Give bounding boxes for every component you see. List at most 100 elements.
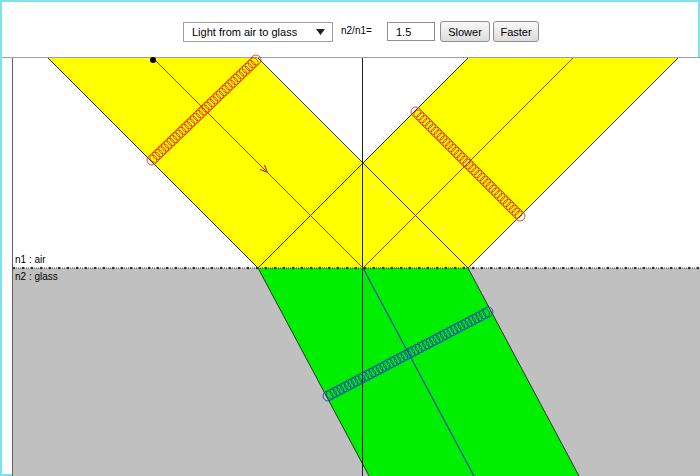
tick-dot <box>355 267 357 269</box>
tick-dot <box>661 267 663 269</box>
wavefront-coil <box>503 199 513 209</box>
tick-dot <box>454 267 456 269</box>
slower-button: Slower <box>440 21 490 42</box>
tick-dot <box>238 267 240 269</box>
tick-dot <box>373 267 375 269</box>
tick-dot <box>274 267 276 269</box>
tick-dot <box>121 267 123 269</box>
wavefront-coil <box>463 159 473 169</box>
wavefront-coil <box>492 188 502 198</box>
wavefront-coil <box>153 149 163 159</box>
tick-dot <box>490 267 492 269</box>
tick-dot <box>598 267 600 269</box>
control-label: Light from air to glass <box>192 26 297 38</box>
wavefront-coil <box>225 80 235 90</box>
wavefront-coil <box>515 211 525 221</box>
wavefront-coil <box>489 185 499 195</box>
wavefront-coil <box>446 142 456 152</box>
wavefront-coil <box>431 127 441 137</box>
tick-dot <box>130 267 132 269</box>
control-label: 1.5 <box>396 26 411 38</box>
tick-dot <box>184 267 186 269</box>
wavefront-coil <box>216 88 226 98</box>
reflected-ray <box>363 58 573 268</box>
wavefront-coil <box>434 130 444 140</box>
wavefront-coil <box>509 205 519 215</box>
interface-ticks <box>13 267 699 269</box>
tick-dot <box>625 267 627 269</box>
wavefront-coil <box>237 69 247 79</box>
tick-dot <box>670 267 672 269</box>
ratio-input: 1.5 <box>387 22 435 41</box>
source-dot <box>150 57 156 63</box>
wavefront-coil <box>483 307 493 317</box>
wavefront-coil <box>202 102 212 112</box>
wavefront-coil <box>228 77 238 87</box>
wavefront-coil <box>443 139 453 149</box>
tick-dot <box>427 267 429 269</box>
refracted-beam <box>258 268 579 476</box>
wavefront-coil <box>164 138 174 148</box>
tick-dot <box>202 267 204 269</box>
tick-dot <box>409 267 411 269</box>
medium-label: n2 : glass <box>15 271 58 283</box>
wavefront-coil <box>423 119 433 129</box>
wavefront-coil <box>486 182 496 192</box>
air-region <box>12 58 700 268</box>
tick-dot <box>13 267 15 269</box>
wavefront-coil <box>425 121 435 131</box>
tick-dot <box>382 267 384 269</box>
wavefront-coil <box>147 155 157 165</box>
incident-ray <box>265 170 363 268</box>
tick-dot <box>31 267 33 269</box>
tick-dot <box>643 267 645 269</box>
tick-dot <box>472 267 474 269</box>
wavefront-coil <box>440 136 450 146</box>
wavefront-coil <box>466 162 476 172</box>
wavefront-coil <box>173 130 183 140</box>
tick-dot <box>688 267 690 269</box>
wavefront-coil <box>506 202 516 212</box>
wavefront-coil <box>222 83 232 93</box>
wavefront-coil <box>428 124 438 134</box>
tick-dot <box>85 267 87 269</box>
tick-dot <box>166 267 168 269</box>
tick-dot <box>193 267 195 269</box>
tick-dot <box>157 267 159 269</box>
tick-dot <box>463 267 465 269</box>
wavefront-coil <box>417 113 427 123</box>
wavefront-coil <box>167 136 177 146</box>
wavefront-coil <box>211 94 221 104</box>
wavefront-coil <box>242 63 252 73</box>
reflected-beam <box>258 58 678 268</box>
mode-dropdown: Light from air to glass <box>183 22 333 42</box>
wavefront-coil <box>469 165 479 175</box>
tick-dot <box>652 267 654 269</box>
tick-dot <box>445 267 447 269</box>
toolbar-rule <box>2 57 700 58</box>
wavefront-coil <box>208 97 218 107</box>
tick-dot <box>481 267 483 269</box>
dropdown-arrow <box>316 28 326 36</box>
wavefront-coil <box>245 61 255 71</box>
tick-dot <box>229 267 231 269</box>
tick-dot <box>337 267 339 269</box>
tick-dot <box>148 267 150 269</box>
wavefront-coil <box>179 124 189 134</box>
tick-dot <box>517 267 519 269</box>
tick-dot <box>391 267 393 269</box>
wavefront-coil <box>411 107 421 117</box>
wavefront-coil <box>449 145 459 155</box>
wavefront-coil <box>495 191 505 201</box>
wavefront-coil <box>437 133 447 143</box>
wavefront-coil <box>451 147 461 157</box>
tick-dot <box>67 267 69 269</box>
tick-dot <box>535 267 537 269</box>
tick-dot <box>526 267 528 269</box>
incident-ray <box>153 58 265 170</box>
wavefront-coil <box>213 91 223 101</box>
tick-dot <box>211 267 213 269</box>
tick-dot <box>544 267 546 269</box>
beam-edges <box>48 58 678 476</box>
tick-dot <box>256 267 258 269</box>
